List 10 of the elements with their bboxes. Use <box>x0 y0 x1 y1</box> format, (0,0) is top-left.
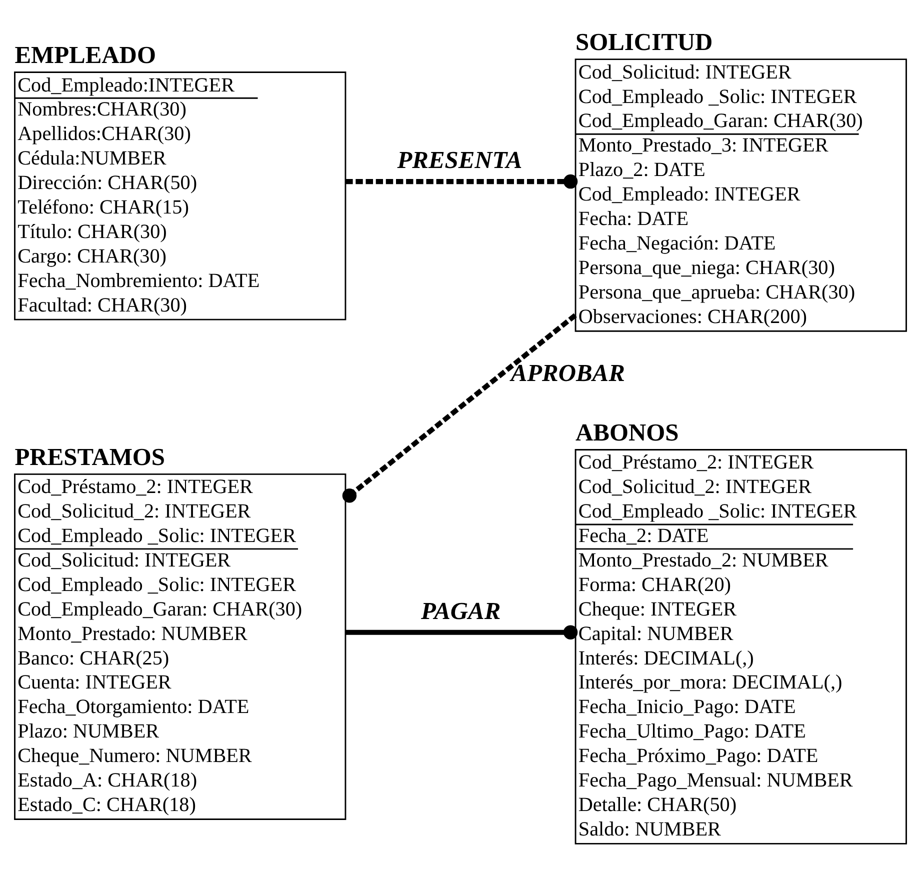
node-label: SOLICITUD <box>575 29 712 56</box>
edge-label: PAGAR <box>420 598 500 625</box>
node-label: EMPLEADO <box>14 42 156 70</box>
connector <box>342 313 576 503</box>
node-label: PRESTAMOS <box>14 444 165 471</box>
edge-label: APROBAR <box>510 360 624 387</box>
edge-label: PRESENTA <box>396 147 522 174</box>
connector <box>345 625 578 640</box>
connector <box>345 174 578 189</box>
node-label: ABONOS <box>575 420 678 447</box>
